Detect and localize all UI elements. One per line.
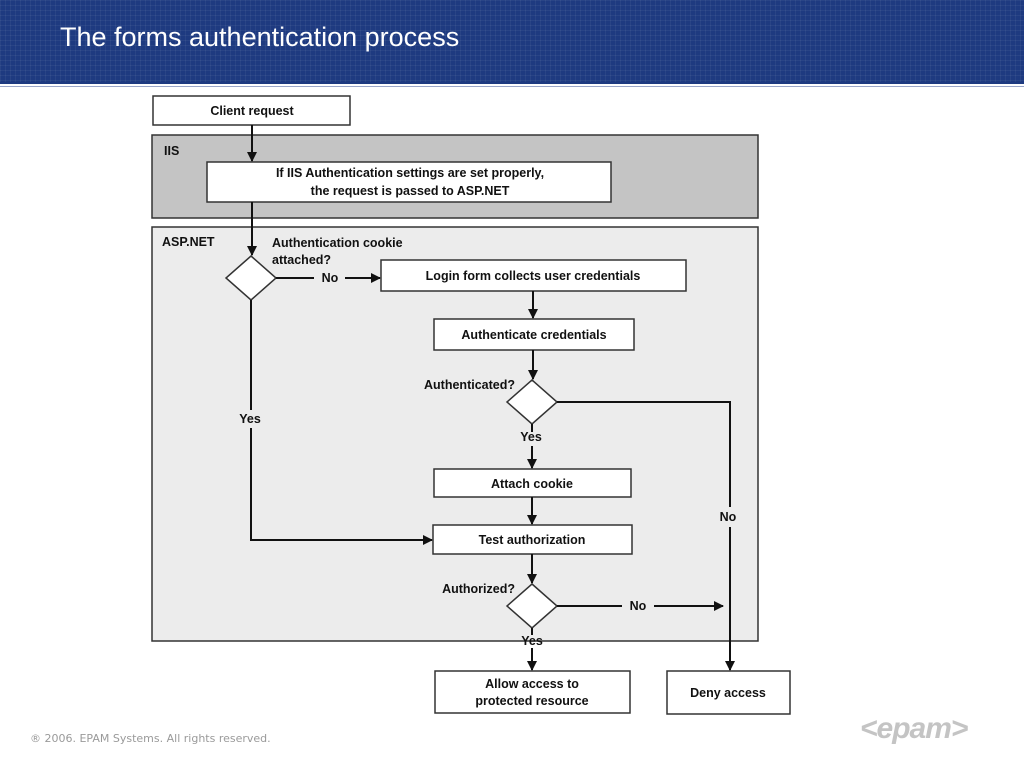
login-form-label: Login form collects user credentials — [426, 269, 641, 283]
edge-label-authenticated-no: No — [720, 510, 737, 524]
test-authorization-box — [432, 524, 633, 555]
login-form-box — [380, 259, 687, 292]
title-divider — [0, 82, 1024, 84]
authenticated-question: Authenticated? — [424, 378, 515, 392]
edge-label-authorized-yes: Yes — [521, 634, 543, 648]
deny-access-box — [666, 670, 791, 715]
client-request-box — [152, 95, 351, 126]
authorized-question: Authorized? — [442, 582, 515, 596]
test-authorization-label: Test authorization — [479, 533, 586, 547]
allow-access-box — [434, 670, 631, 714]
epam-logo: <epam> — [860, 712, 968, 745]
edge-label-authenticated-yes: Yes — [520, 430, 542, 444]
arrow-authenticated-no-line — [557, 401, 731, 507]
aspnet-region-label: ASP.NET — [162, 235, 215, 249]
iis-region-label: IIS — [164, 144, 179, 158]
authenticate-box — [433, 318, 635, 351]
cookie-question-line2: attached? — [272, 253, 331, 267]
deny-access-label: Deny access — [690, 686, 766, 700]
edge-label-authorized-no: No — [630, 599, 647, 613]
attach-cookie-label: Attach cookie — [491, 477, 573, 491]
iis-check-box — [206, 161, 612, 203]
arrow-cookie-yes-to-test — [250, 428, 433, 545]
edge-label-cookie-no: No — [322, 271, 339, 285]
cookie-question-line1: Authentication cookie — [272, 236, 403, 250]
title-divider-thin — [0, 86, 1024, 87]
allow-access-label-line1: Allow access to — [485, 677, 579, 691]
copyright-footer: ® 2006. EPAM Systems. All rights reserve… — [30, 732, 271, 745]
iis-check-label-line1: If IIS Authentication settings are set p… — [276, 166, 544, 180]
authenticate-label: Authenticate credentials — [461, 328, 606, 342]
slide-title: The forms authentication process — [60, 22, 460, 52]
title-bar — [0, 0, 1024, 82]
allow-access-label-line2: protected resource — [475, 694, 588, 708]
client-request-label: Client request — [210, 104, 294, 118]
edge-label-cookie-yes: Yes — [239, 412, 261, 426]
iis-check-label-line2: the request is passed to ASP.NET — [311, 184, 510, 198]
connectors — [247, 125, 735, 671]
